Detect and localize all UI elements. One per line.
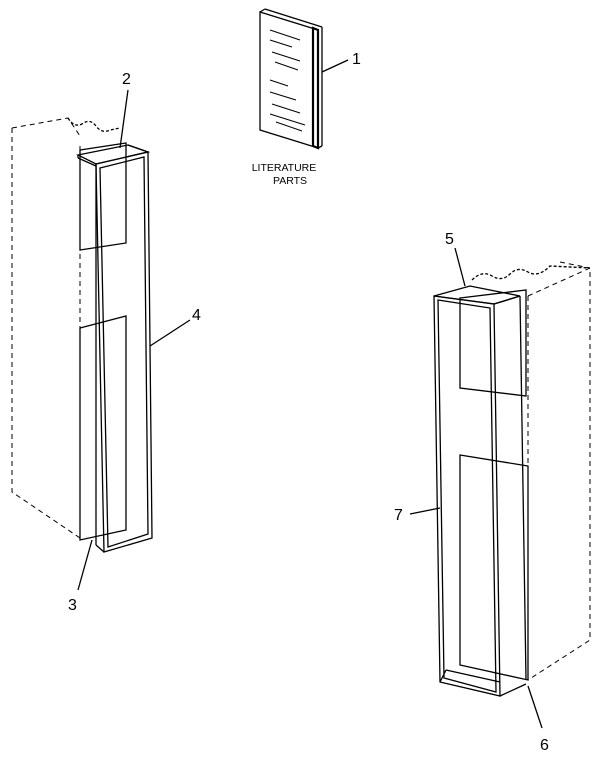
- callout-5: 5: [445, 231, 454, 248]
- leader-6: [527, 685, 543, 729]
- callout-2: 2: [122, 71, 131, 88]
- callout-3: 3: [68, 597, 77, 614]
- leader-1: [321, 59, 349, 73]
- leader-3: [77, 539, 93, 591]
- literature-caption: LITERATURE PARTS: [252, 162, 317, 187]
- caption-line-1: LITERATURE: [252, 162, 317, 174]
- leader-4: [149, 319, 191, 347]
- callout-6: 6: [540, 737, 549, 754]
- leader-5: [454, 247, 466, 287]
- callout-1: 1: [352, 51, 361, 68]
- left-door-assembly: [11, 117, 153, 553]
- literature-booklet: [259, 8, 323, 150]
- callout-4: 4: [192, 307, 201, 324]
- callout-7: 7: [394, 507, 403, 524]
- leader-2: [119, 89, 129, 149]
- leader-7: [409, 507, 441, 515]
- right-door-assembly: [433, 261, 591, 697]
- caption-line-2: PARTS: [273, 175, 307, 187]
